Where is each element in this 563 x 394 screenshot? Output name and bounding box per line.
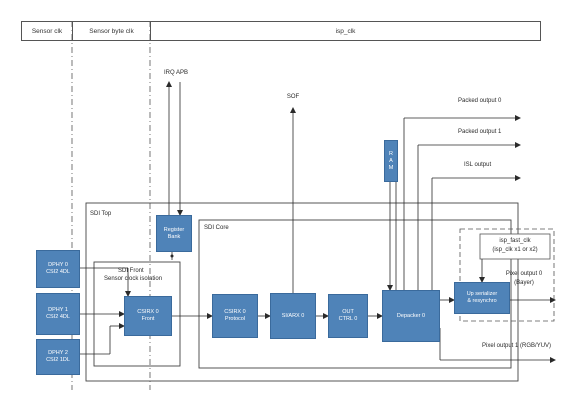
sdi-top-label: SDI Top: [90, 211, 112, 217]
out-ctrl-line-2: CTRL 0: [338, 316, 358, 322]
sdi-core-box: [198, 219, 512, 369]
dphy-2-line-1: DPHY 2: [48, 350, 68, 356]
sdi-core-label: SDI Core: [204, 225, 229, 231]
out-ctrl-line-1: OUT: [342, 309, 354, 315]
register-bank-block: Register Bank: [156, 215, 192, 252]
dphy-1-line-2: CSI2 4DL: [46, 314, 70, 320]
isp-fast-clk-detail-label: (isp_clk x1 or x2): [492, 247, 538, 253]
pixel-output-1-label: Pixel output 1 (RGB/YUV): [482, 343, 552, 349]
output-dashed-box: [459, 228, 555, 322]
upserializer-line-2: & resynchro: [467, 298, 497, 304]
dphy-1-block: DPHY 1 CSI2 4DL: [36, 293, 80, 335]
dphy-1-line-1: DPHY 1: [48, 307, 68, 313]
depacker-line-1: Depacker 0: [396, 312, 426, 319]
ram-block: R A M: [384, 140, 398, 182]
packed-output-0-label: Packed output 0: [458, 98, 502, 104]
siarx-line-1: SI/ARX 0: [281, 312, 305, 319]
upserializer-block: Up serializer & resynchro: [454, 282, 510, 314]
sdi-front-label: SDI Front: [118, 268, 144, 274]
out-ctrl-block: OUT CTRL 0: [328, 294, 368, 338]
isp-fast-clk-box: [479, 233, 551, 260]
pixel-output-0-bayer-label: (Bayer): [514, 280, 534, 286]
csirx-front-line-1: CSIRX 0: [137, 309, 159, 315]
isp-clk-header: isp_clk: [150, 21, 541, 41]
sdi-top-box: [85, 202, 519, 382]
irq-apb-label: IRQ APB: [163, 70, 189, 76]
depacker-block: Depacker 0: [382, 290, 440, 342]
sensor-clk-header: Sensor clk: [21, 21, 73, 41]
register-bank-line-2: Bank: [167, 233, 181, 240]
dphy-0-block: DPHY 0 CSI2 4DL: [36, 250, 80, 288]
csirx-front-block: CSIRX 0 Front: [124, 296, 172, 336]
csirx-protocol-line-2: Protocol: [224, 316, 246, 322]
packed-output-1-label: Packed output 1: [458, 129, 502, 135]
upserializer-line-1: Up serializer: [466, 291, 498, 297]
csirx-protocol-line-1: CSIRX 0: [224, 309, 246, 315]
dphy-2-line-2: CSI2 1DL: [46, 357, 70, 363]
ram-letter: A: [389, 157, 393, 164]
sensor-clock-isolation-label: Sensor clock isolation: [104, 276, 163, 282]
dphy-2-block: DPHY 2 CSI2 1DL: [36, 339, 80, 375]
pixel-output-0-label: Pixel output 0: [505, 271, 543, 277]
sensor-byte-clk-header: Sensor byte clk: [72, 21, 151, 41]
regbank-junction: [170, 254, 174, 258]
dphy-0-line-1: DPHY 0: [48, 262, 68, 268]
csirx-front-line-2: Front: [141, 316, 155, 322]
register-bank-line-1: Register: [163, 226, 185, 233]
isl-output-label: ISL output: [464, 162, 492, 168]
ram-letter: R: [389, 150, 393, 157]
csirx-protocol-block: CSIRX 0 Protocol: [212, 294, 258, 338]
siarx-block: SI/ARX 0: [270, 293, 316, 339]
isp-fast-clk-label: isp_fast_clk: [499, 238, 531, 244]
ram-letter: M: [388, 164, 394, 171]
dphy-0-line-2: CSI2 4DL: [46, 269, 70, 275]
sof-label: SOF: [286, 94, 300, 100]
